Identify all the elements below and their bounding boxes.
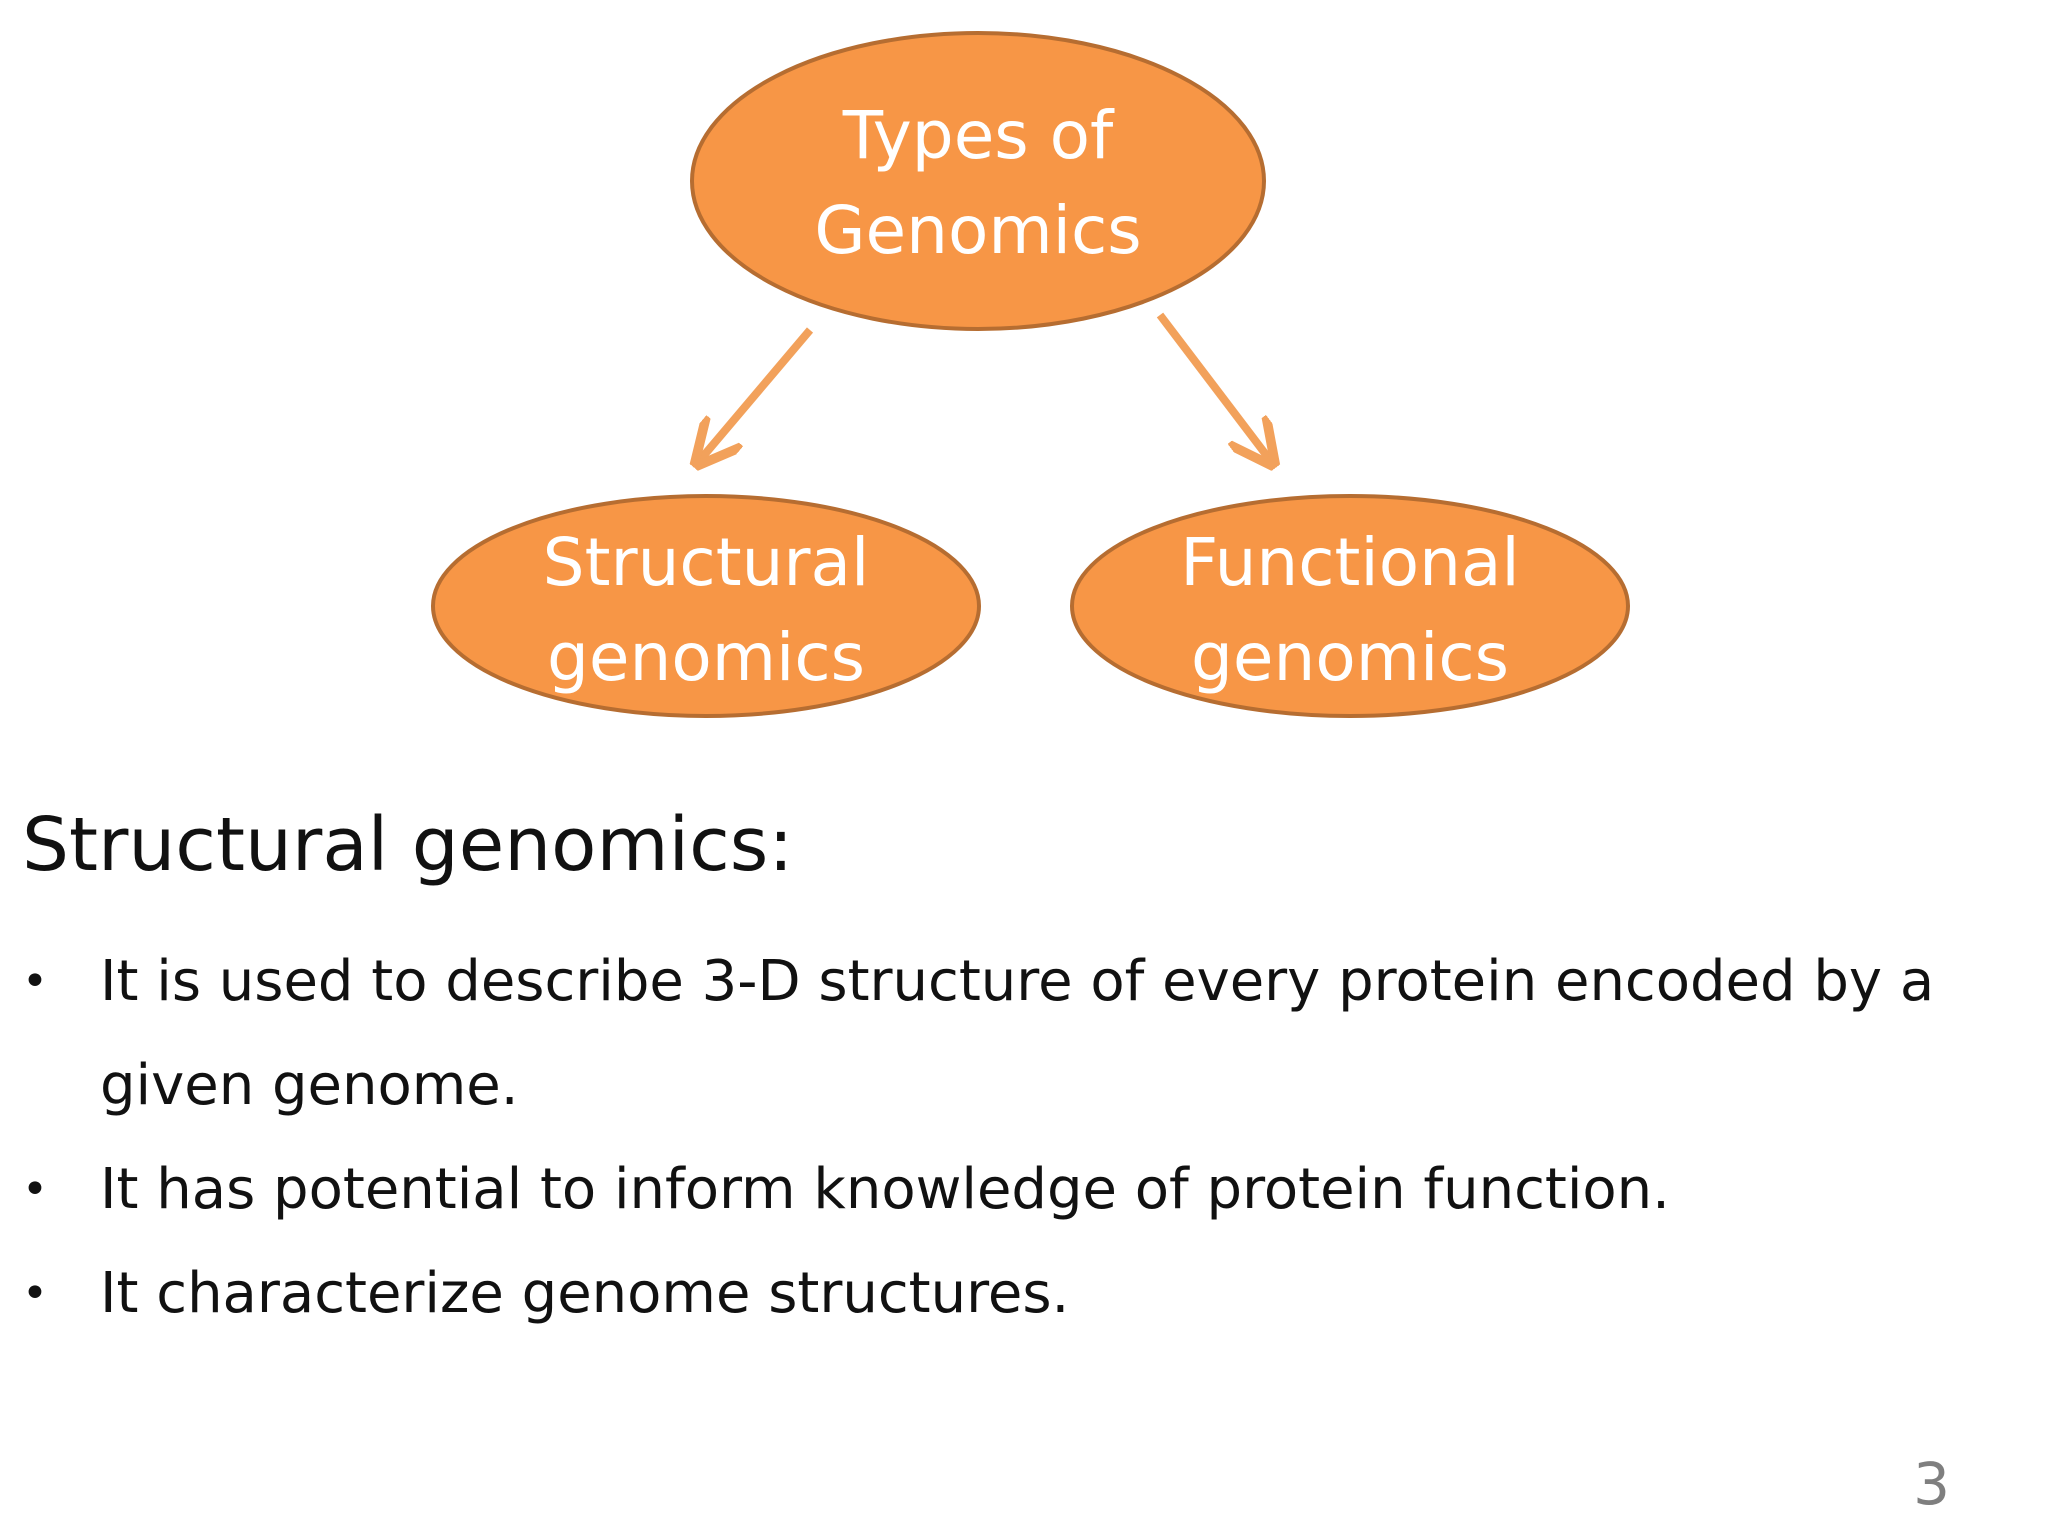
structural-node-label-line2: genomics (547, 619, 865, 696)
bullet-icon: • (22, 1164, 48, 1215)
structural-node: Structural genomics (431, 494, 981, 718)
arrow-to-functional (1156, 312, 1270, 460)
bullet-text: It has potential to inform knowledge of … (100, 1157, 1670, 1222)
section-heading: Structural genomics: (22, 802, 794, 888)
arrow-to-structural (700, 327, 814, 460)
root-node-label-line2: Genomics (814, 192, 1141, 269)
functional-node-label-line1: Functional (1180, 524, 1520, 601)
bullet-text: It characterize genome structures. (100, 1261, 1070, 1326)
page-number: 3 (1913, 1450, 1950, 1518)
root-node: Types of Genomics (690, 31, 1266, 331)
bullet-item: • It has potential to inform knowledge o… (22, 1138, 1982, 1242)
bullet-item: • It is used to describe 3-D structure o… (22, 930, 1982, 1138)
functional-node-label-line2: genomics (1191, 619, 1509, 696)
bullet-icon: • (22, 1268, 48, 1319)
structural-node-label-line1: Structural (543, 524, 870, 601)
root-node-label-line1: Types of (842, 97, 1115, 174)
bullet-text: It is used to describe 3-D structure of … (100, 949, 1935, 1118)
functional-node: Functional genomics (1070, 494, 1630, 718)
bullet-list: • It is used to describe 3-D structure o… (22, 930, 1982, 1346)
genomics-types-diagram: Types of Genomics Structural genomics Fu… (431, 31, 1630, 718)
bullet-icon: • (22, 956, 48, 1007)
bullet-item: • It characterize genome structures. (22, 1242, 1982, 1346)
